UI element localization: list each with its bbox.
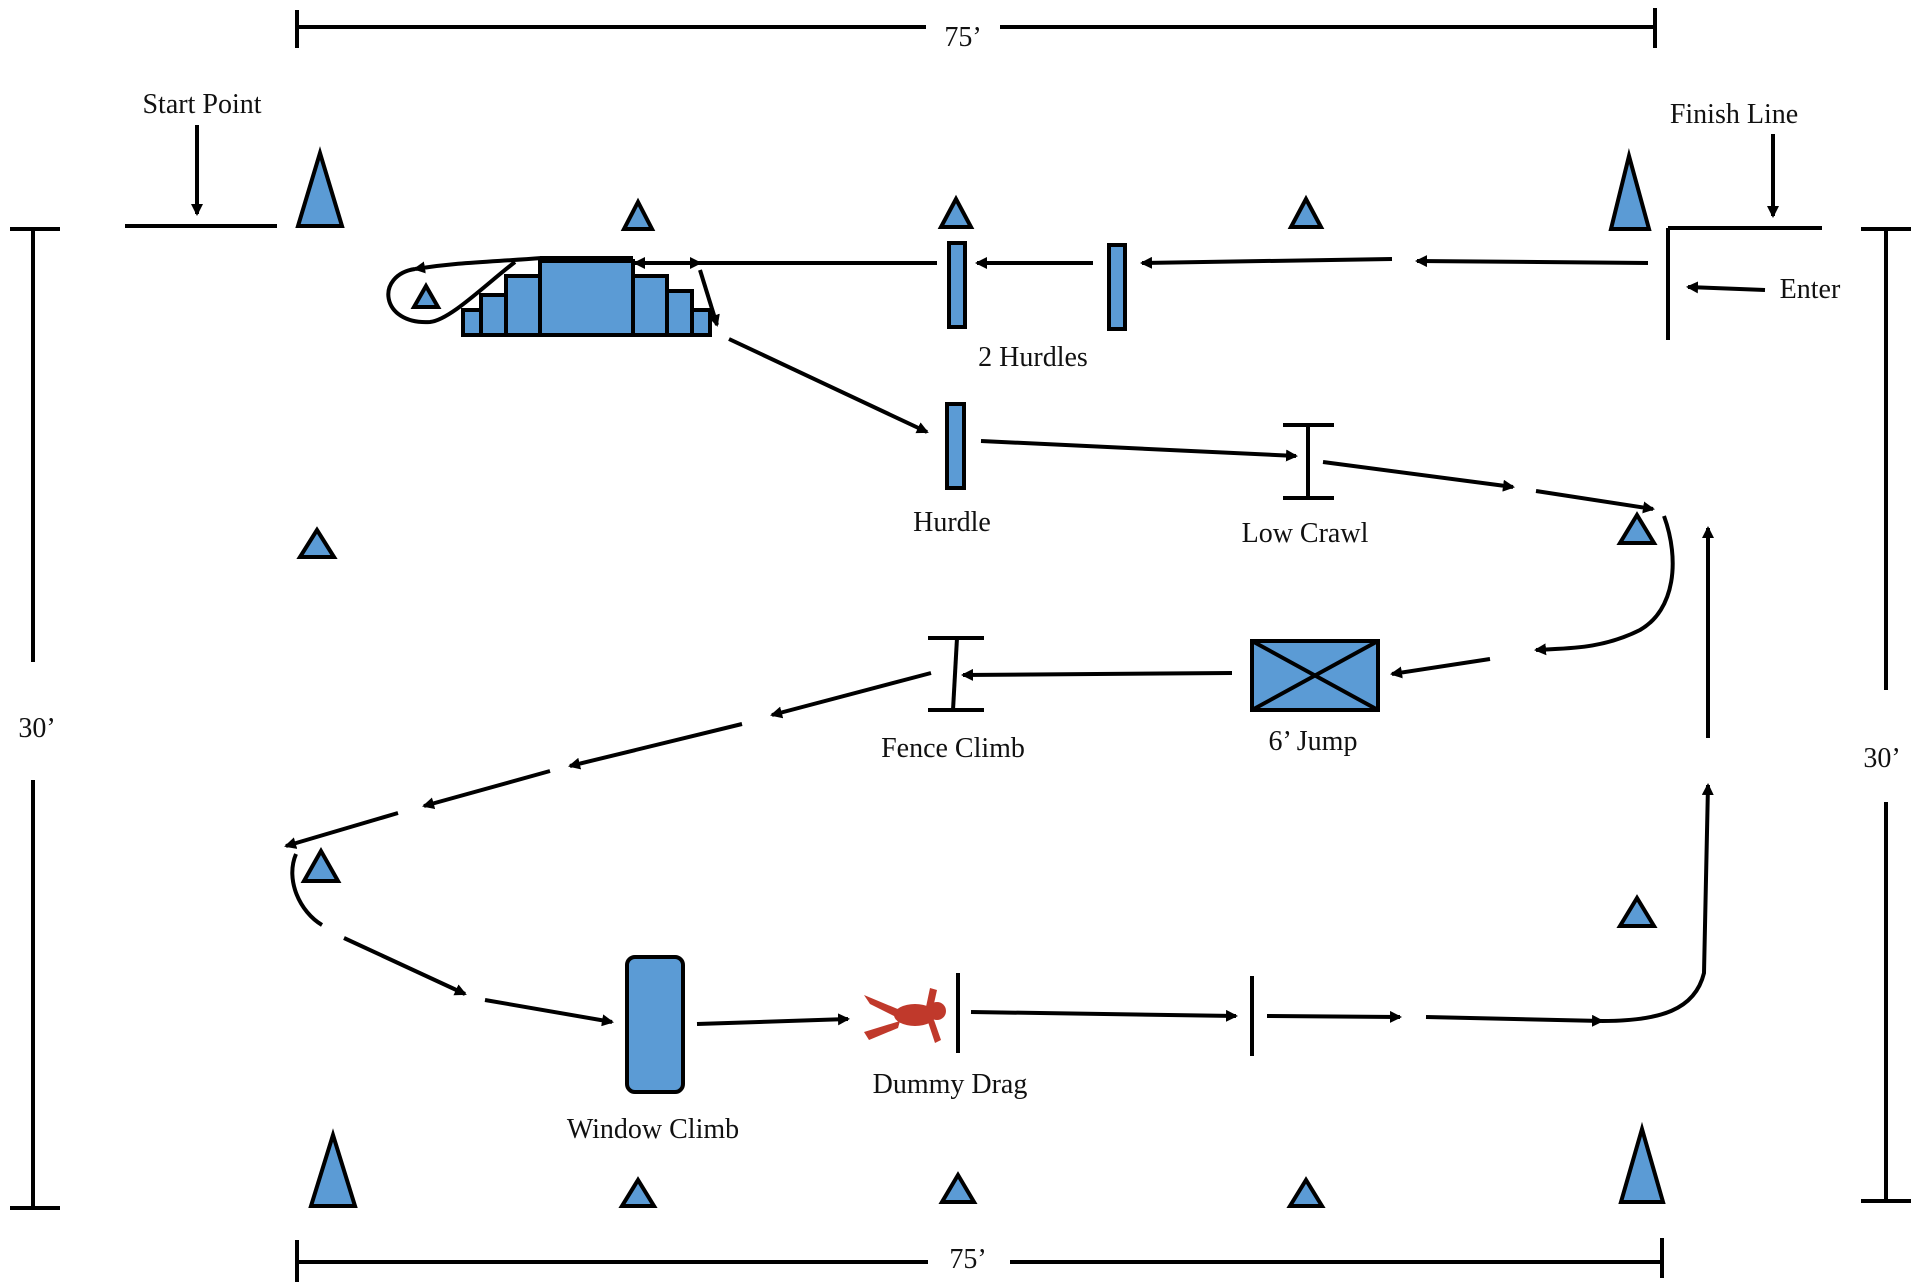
hurdle-bar	[1107, 243, 1127, 331]
six-foot-jump: 6’ Jump	[1250, 639, 1380, 757]
cone-small	[300, 846, 342, 883]
cone-small	[618, 1176, 658, 1208]
window-climb: Window Climb	[567, 955, 739, 1145]
fence-climb-label: Fence Climb	[881, 733, 1025, 764]
stairs-obstacle	[461, 256, 712, 337]
cone-large-bottom-left	[308, 1128, 358, 1208]
cone-large-top-left	[295, 146, 345, 228]
start-point: Start Point	[125, 89, 277, 228]
hurdle-bar	[947, 241, 967, 329]
cone-small	[938, 1171, 978, 1204]
two-hurdles-label: 2 Hurdles	[978, 342, 1088, 373]
dimension-right-label: 30’	[1863, 743, 1900, 774]
hurdle: Hurdle	[913, 402, 991, 538]
dummy-drag-label: Dummy Drag	[873, 1069, 1028, 1100]
window-climb-label: Window Climb	[567, 1114, 739, 1145]
cone-small	[1287, 194, 1325, 229]
two-hurdles: 2 Hurdles	[947, 241, 1127, 373]
cone-large-bottom-right	[1618, 1121, 1666, 1204]
cone-large-top-right	[1608, 148, 1652, 231]
low-crawl: Low Crawl	[1242, 423, 1369, 549]
hurdle-label: Hurdle	[913, 507, 991, 538]
cone-small	[1616, 511, 1658, 545]
fence-climb: Fence Climb	[881, 636, 1025, 764]
low-crawl-label: Low Crawl	[1242, 518, 1369, 549]
finish-line-label: Finish Line	[1670, 99, 1798, 130]
dimension-top-label: 75’	[944, 22, 981, 53]
course-route	[284, 255, 1714, 1027]
dimension-bottom: 75’	[295, 1238, 1664, 1282]
cone-small	[1286, 1176, 1326, 1208]
dimension-bottom-label: 75’	[949, 1244, 986, 1275]
dimension-top: 75’	[295, 8, 1657, 53]
enter-label: Enter	[1780, 274, 1841, 305]
dummy-figure-icon	[864, 988, 946, 1043]
start-point-label: Start Point	[142, 89, 261, 120]
cone-small	[296, 526, 338, 559]
cone-small	[410, 281, 442, 309]
dimension-left: 30’	[10, 227, 60, 1210]
finish-line: Finish Line Enter	[1666, 99, 1841, 340]
cones	[295, 146, 1666, 1208]
hurdle-bar	[945, 402, 966, 490]
dimension-right: 30’	[1861, 227, 1911, 1203]
dummy-drag: Dummy Drag	[864, 973, 1254, 1100]
cone-small	[937, 194, 975, 229]
dimension-left-label: 30’	[18, 713, 55, 744]
cone-small	[620, 197, 656, 231]
cone-small	[1616, 894, 1658, 928]
six-foot-jump-label: 6’ Jump	[1269, 726, 1358, 757]
